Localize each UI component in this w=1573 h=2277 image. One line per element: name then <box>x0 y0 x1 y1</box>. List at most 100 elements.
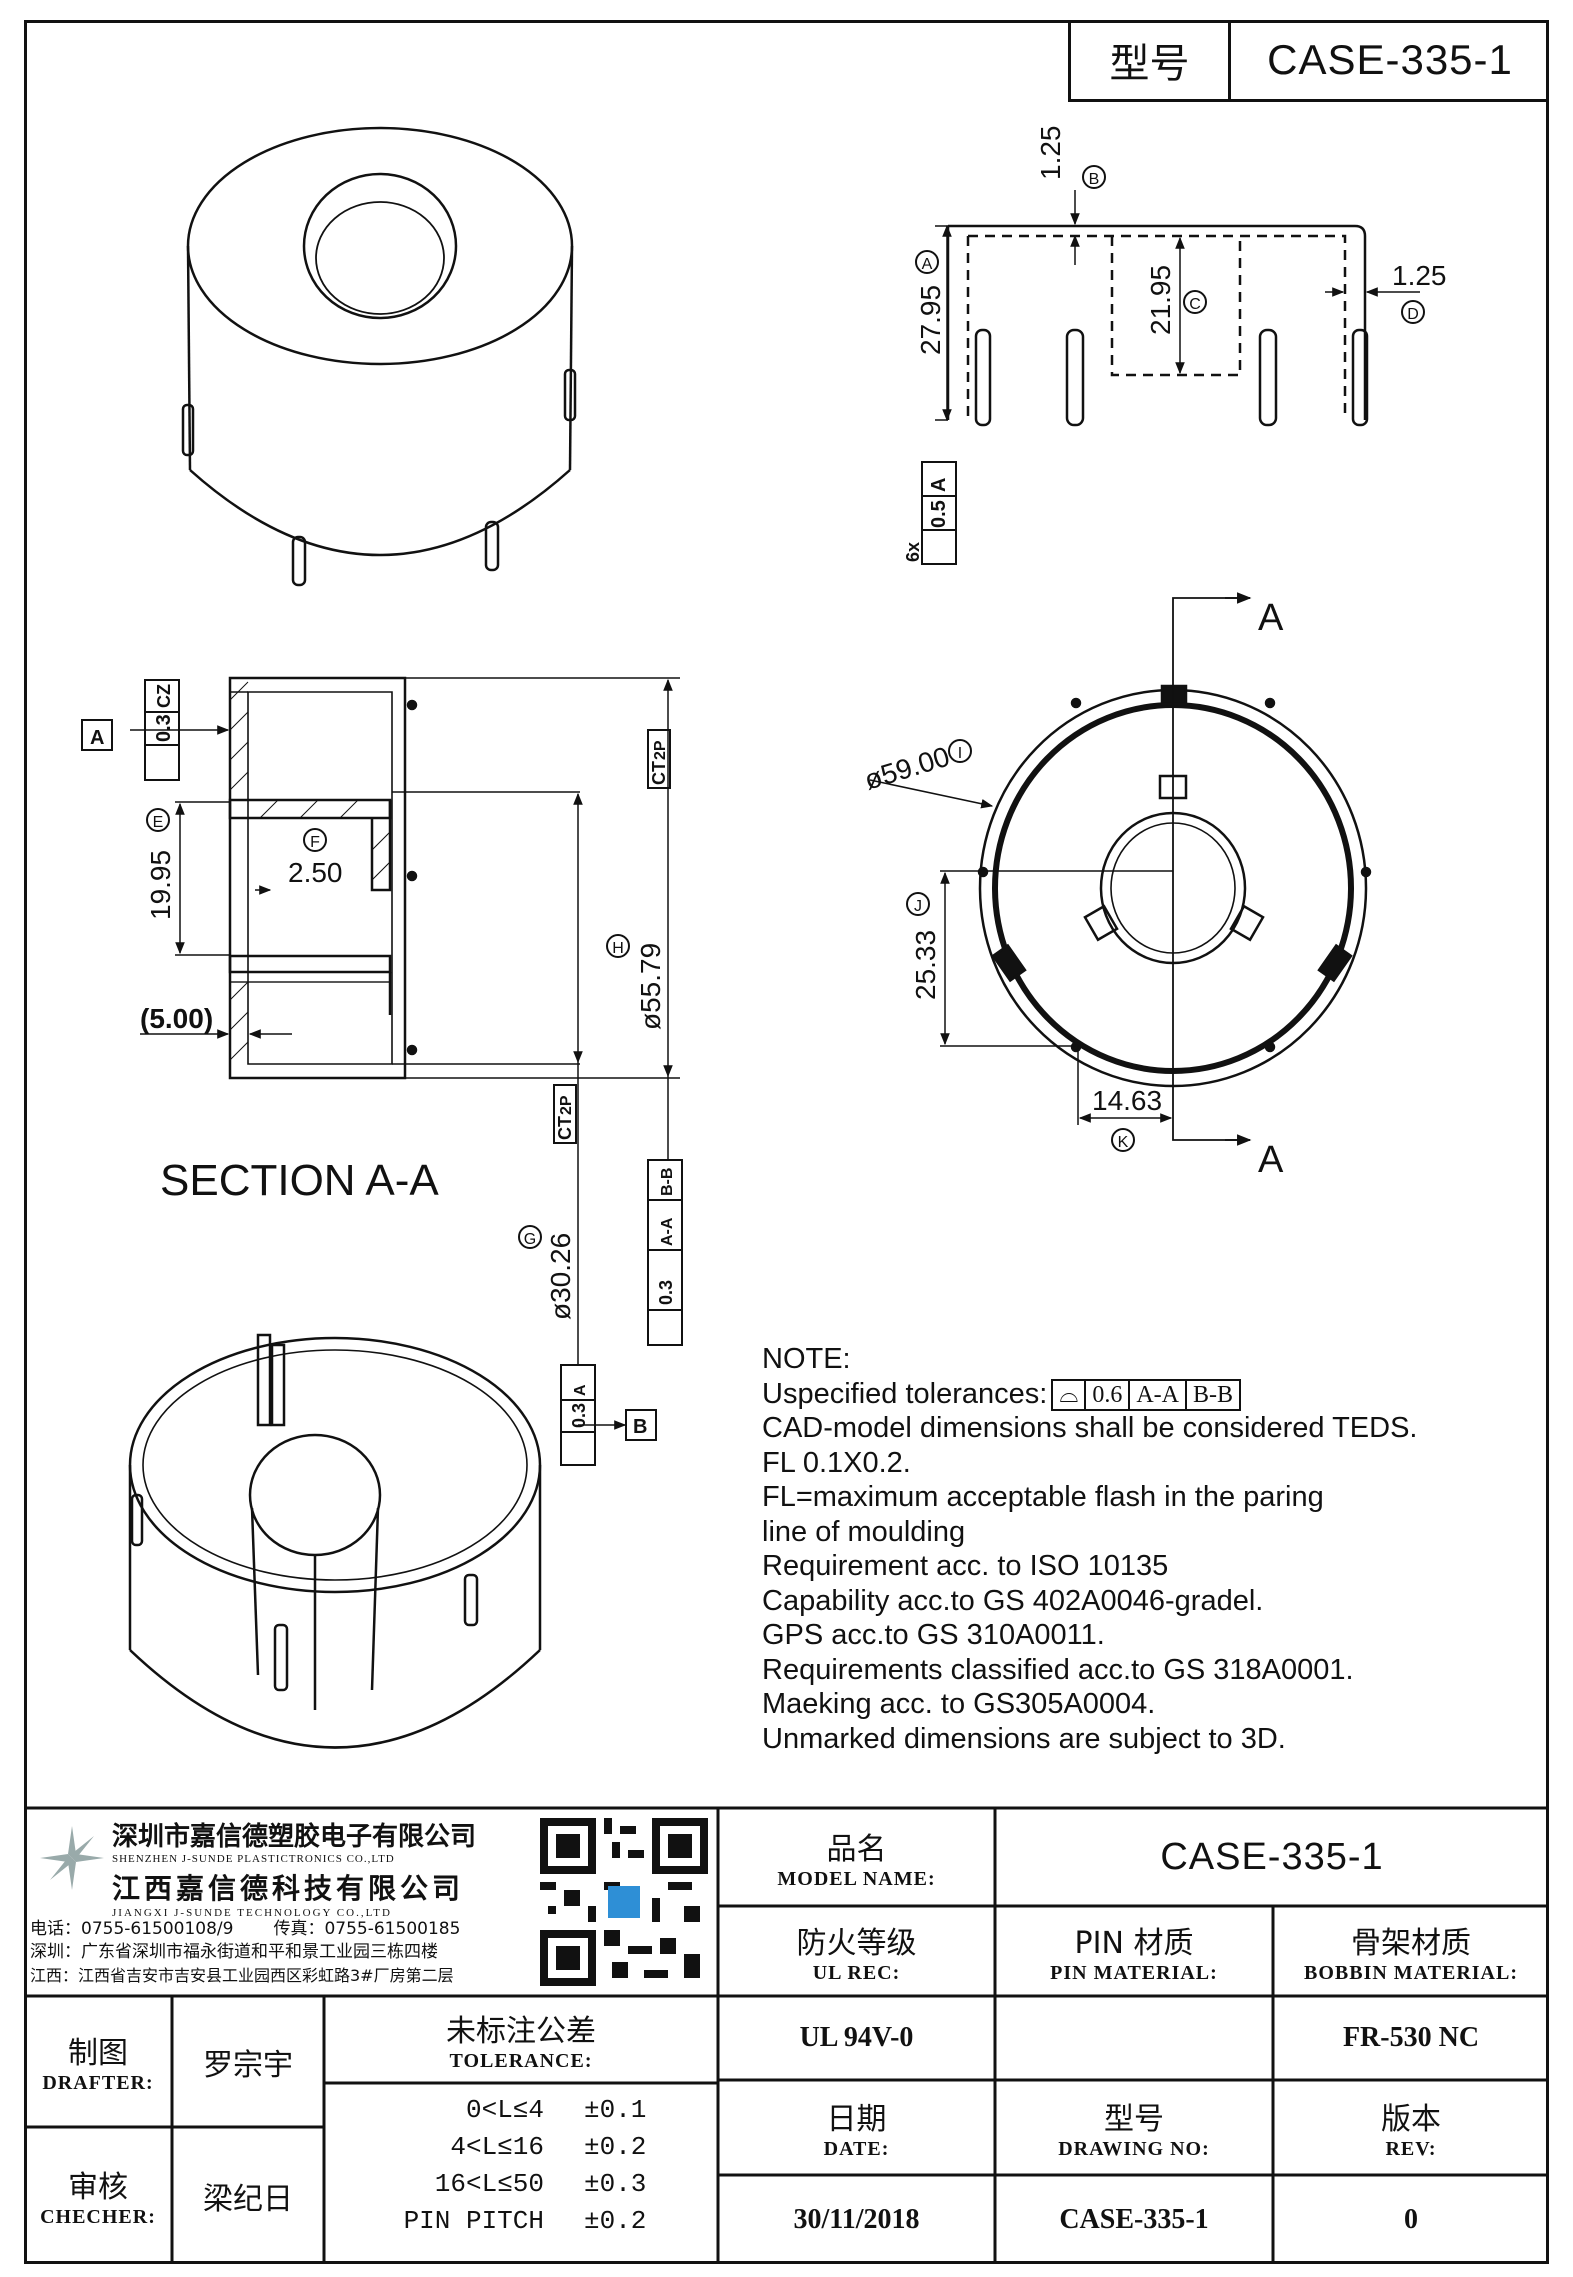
technical-drawing: 1.25 B 27.95 A 21.95 C 1.25 D 0.5 A 6x ø… <box>81 126 1447 1749</box>
drafter-label: 制图 DRAFTER: <box>24 1996 172 2127</box>
gdt-ct-upper: CT <box>649 761 669 785</box>
qr-code <box>540 1818 708 1986</box>
gdt-g-value: 0.3 <box>569 1403 589 1428</box>
note-line: CAD-model dimensions shall be considered… <box>762 1412 1418 1444</box>
notes-tol-prefix: Uspecified tolerances: <box>762 1377 1048 1410</box>
date-cn: 日期 <box>826 2102 887 2137</box>
ul-label: 防火等级 UL REC: <box>718 1906 995 1996</box>
note-line: GPS acc.to GS 310A0011. <box>762 1619 1105 1651</box>
tol-range: 4<L≤16 <box>450 2132 544 2162</box>
checker-name: 梁纪日 <box>203 2181 293 2217</box>
rev-cn: 版本 <box>1381 2102 1441 2137</box>
dwg-cn: 型号 <box>1104 2102 1164 2137</box>
drafter-cn: 制图 <box>68 2036 128 2071</box>
dim-sec-wall: 2.50 <box>288 857 343 888</box>
notes-tol-ref2: B-B <box>1184 1380 1239 1409</box>
note-line: FL 0.1X0.2. <box>762 1446 911 1479</box>
model-name-label: 品名 MODEL NAME: <box>718 1808 995 1906</box>
checker-en: CHECHER: <box>40 2206 156 2228</box>
tol-value: ±0.2 <box>584 2206 647 2236</box>
date-value: 30/11/2018 <box>793 2203 920 2235</box>
starburst-logo-icon <box>40 1826 104 1890</box>
tolerance-row: 4<L≤16±0.2 <box>324 2129 718 2166</box>
note-line: Unmarked dimensions are subject to 3D. <box>762 1722 1286 1755</box>
balloon-d: D <box>1407 306 1419 323</box>
company-logo <box>32 1818 112 1898</box>
bobbin-value: FR-530 NC <box>1342 2022 1480 2053</box>
balloons <box>146 165 1425 1249</box>
datum-a: A <box>90 727 104 749</box>
balloon-j: J <box>914 898 922 915</box>
iso-view-top <box>181 126 577 587</box>
gdt-pos-count: 6x <box>903 542 923 562</box>
sheet-border <box>24 20 1549 2264</box>
dim-sec-height: 19.95 <box>145 850 176 920</box>
tolerance-row: PIN PITCH±0.2 <box>324 2203 718 2240</box>
gdt-frames <box>81 461 957 1466</box>
company-name-cn2: 江西嘉信德科技有限公司 <box>112 1872 465 1905</box>
section-view <box>130 676 680 1430</box>
pin-en: PIN MATERIAL: <box>1050 1961 1218 1984</box>
date-label: 日期 DATE: <box>718 2080 995 2175</box>
notes-block: NOTE: Uspecified tolerances: ⌓ 0.6 A-A B… <box>762 1342 1418 1756</box>
drafter-name: 罗宗宇 <box>203 2047 293 2083</box>
note-line: Requirements classified acc.to GS 318A00… <box>762 1653 1354 1686</box>
note-line: line of moulding <box>762 1515 966 1548</box>
bobbin-cn: 骨架材质 <box>1351 1925 1471 1961</box>
tolerance-row: 0<L≤4±0.1 <box>324 2092 718 2129</box>
side-view <box>935 190 1420 427</box>
header-model-label: 型号 <box>1071 20 1231 99</box>
gdt-a-value: 0.3 <box>153 714 175 742</box>
drafter-en: DRAFTER: <box>42 2072 154 2094</box>
note-line: Maeking acc. to GS305A0004. <box>762 1688 1156 1720</box>
rev-en: REV: <box>1385 2138 1437 2160</box>
tol-value: ±0.1 <box>584 2095 647 2125</box>
dim-inner-height: 21.95 <box>1145 265 1176 335</box>
dim-side-wall: 1.25 <box>1392 260 1447 291</box>
ul-value: UL 94V-0 <box>799 2022 914 2053</box>
section-mark-bottom: A <box>1258 1139 1284 1181</box>
balloon-g: G <box>524 1231 536 1248</box>
iso-view-bottom <box>128 1333 542 1749</box>
section-label: SECTION A-A <box>160 1156 439 1205</box>
notes-title: NOTE: <box>762 1343 851 1375</box>
balloon-h: H <box>612 940 624 957</box>
company-addr-sz: 深圳：广东省深圳市福永街道和平和景工业园三栋四楼 <box>30 1942 438 1962</box>
company-names: 深圳市嘉信德塑胶电子有限公司 SHENZHEN J-SUNDE PLASTICT… <box>112 1816 542 1919</box>
profile-icon: ⌓ <box>1059 1381 1079 1408</box>
dwg-en: DRAWING NO: <box>1058 2138 1210 2160</box>
gdt-h-ref2: B-B <box>659 1168 676 1196</box>
pin-value <box>995 1996 1273 2080</box>
dim-offset-x: 14.63 <box>1092 1085 1162 1116</box>
pin-cn: PIN 材质 <box>1074 1925 1194 1961</box>
balloon-f: F <box>310 834 320 851</box>
balloon-c: C <box>1189 296 1201 313</box>
section-mark-top: A <box>1258 597 1284 639</box>
dwg-value: CASE-335-1 <box>1059 2203 1209 2235</box>
tol-range: 16<L≤50 <box>434 2169 544 2199</box>
rev-label: 版本 REV: <box>1273 2080 1549 2175</box>
pin-label: PIN 材质 PIN MATERIAL: <box>995 1906 1273 1996</box>
model-name-cn: 品名 <box>826 1831 887 1867</box>
company-addr-jx: 江西：江西省吉安市吉安县工业园西区彩虹路3#厂房第二层 <box>30 1966 454 1985</box>
header-model-value: CASE-335-1 <box>1267 35 1513 83</box>
dim-top-wall: 1.25 <box>1035 126 1066 181</box>
notes-tol-value: 0.6 <box>1084 1380 1128 1409</box>
model-name-value: CASE-335-1 <box>1160 1835 1384 1878</box>
ul-en: UL REC: <box>812 1961 901 1984</box>
top-view <box>869 592 1372 1146</box>
balloon-k: K <box>1118 1134 1129 1151</box>
tol-value: ±0.3 <box>584 2169 647 2199</box>
note-line: Capability acc.to GS 402A0046-gradel. <box>762 1584 1264 1617</box>
company-name-cn1: 深圳市嘉信德塑胶电子有限公司 <box>112 1822 477 1852</box>
company-tel: 电话：0755-61500108/9 <box>30 1919 234 1939</box>
date-en: DATE: <box>823 2138 890 2160</box>
gdt-h-value: 0.3 <box>656 1280 676 1305</box>
qr-code-icon <box>540 1818 708 1986</box>
dim-height: 27.95 <box>915 285 946 355</box>
checker-cn: 审核 <box>68 2170 128 2205</box>
gdt-2p-lower: 2P <box>558 1095 575 1115</box>
